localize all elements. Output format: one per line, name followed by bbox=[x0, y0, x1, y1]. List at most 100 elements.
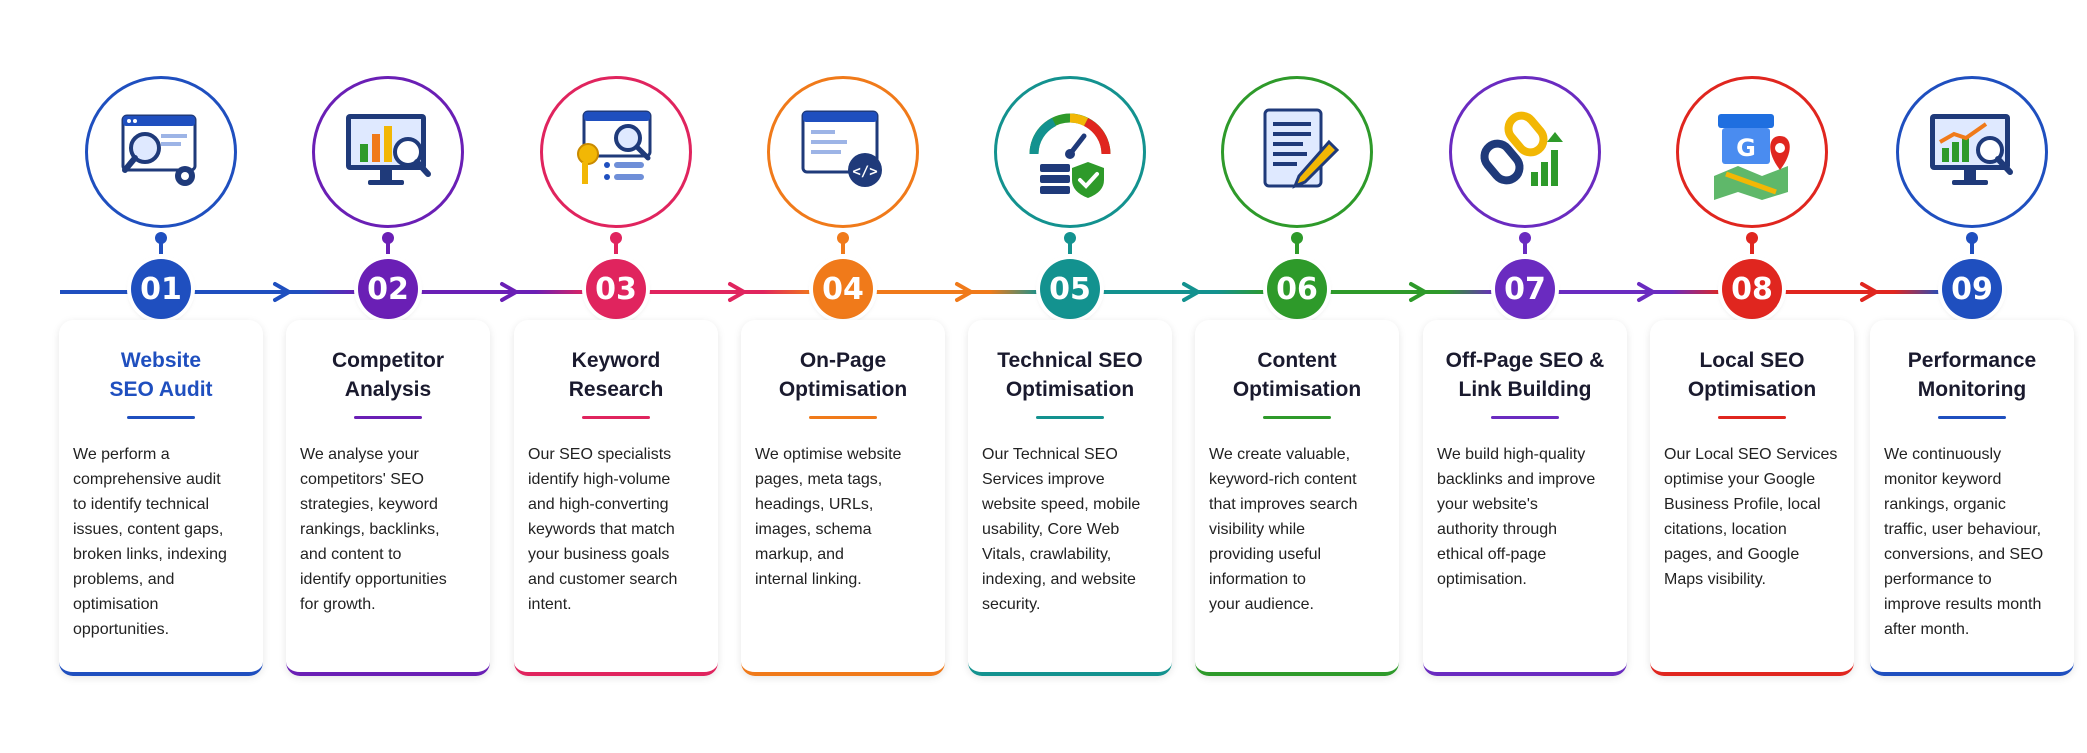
pin-stem bbox=[1970, 242, 1974, 254]
svg-text:G: G bbox=[1736, 134, 1756, 162]
pin-stem bbox=[841, 242, 845, 254]
link-chain-icon bbox=[1469, 96, 1581, 208]
process-step: 07 Off-Page SEO & Link Building We build… bbox=[1409, 0, 1641, 753]
step-number-badge: 05 bbox=[1040, 259, 1100, 319]
google-maps-store-icon: G bbox=[1696, 96, 1808, 208]
step-card: Website SEO Audit We perform a comprehen… bbox=[59, 320, 263, 676]
process-step: </> 04 On-Page Optimisation We optimise … bbox=[727, 0, 959, 753]
step-title: Content Optimisation bbox=[1232, 349, 1362, 401]
step-description: We perform a comprehensive audit to iden… bbox=[73, 446, 227, 638]
step-number-badge: 07 bbox=[1495, 259, 1555, 319]
step-card: Performance Monitoring We continuously m… bbox=[1870, 320, 2074, 676]
keyword-research-icon bbox=[560, 96, 672, 208]
step-number-badge: 02 bbox=[358, 259, 418, 319]
arrow-right-icon bbox=[498, 280, 522, 304]
timeline-line bbox=[1327, 290, 1495, 294]
step-description: We optimise website pages, meta tags, he… bbox=[755, 446, 902, 588]
competitor-analysis-icon bbox=[332, 96, 444, 208]
process-step: 05 Technical SEO Optimisation Our Techni… bbox=[954, 0, 1186, 753]
performance-monitor-icon bbox=[1916, 96, 2028, 208]
svg-text:</>: </> bbox=[852, 164, 877, 180]
pin-stem bbox=[1295, 242, 1299, 254]
step-title: Competitor Analysis bbox=[332, 349, 444, 401]
step-description: We create valuable, keyword-rich content… bbox=[1209, 446, 1358, 613]
step-title: Technical SEO Optimisation bbox=[997, 349, 1143, 401]
arrow-right-icon bbox=[1858, 280, 1882, 304]
step-title: Website SEO Audit bbox=[109, 349, 213, 401]
step-card: Off-Page SEO & Link Building We build hi… bbox=[1423, 320, 1627, 676]
pin-dot bbox=[610, 232, 622, 244]
title-divider bbox=[809, 416, 877, 419]
step-icon-circle bbox=[85, 76, 237, 228]
document-pen-icon bbox=[1241, 96, 1353, 208]
timeline-line bbox=[646, 290, 813, 294]
step-card: Competitor Analysis We analyse your comp… bbox=[286, 320, 490, 676]
step-title: Keyword Research bbox=[568, 349, 664, 401]
title-divider bbox=[1263, 416, 1331, 419]
process-step: 03 Keyword Research Our SEO specialists … bbox=[500, 0, 732, 753]
on-page-code-icon: </> bbox=[787, 96, 899, 208]
step-title: Local SEO Optimisation bbox=[1687, 349, 1817, 401]
process-step: 06 Content Optimisation We create valuab… bbox=[1181, 0, 1413, 753]
process-step: 09 Performance Monitoring We continuousl… bbox=[1856, 0, 2087, 753]
arrow-right-icon bbox=[1635, 280, 1659, 304]
arrow-right-icon bbox=[1407, 280, 1431, 304]
pin-stem bbox=[386, 242, 390, 254]
step-title: Performance Monitoring bbox=[1907, 349, 2037, 401]
title-divider bbox=[1718, 416, 1786, 419]
step-card: Content Optimisation We create valuable,… bbox=[1195, 320, 1399, 676]
step-card: Keyword Research Our SEO specialists ide… bbox=[514, 320, 718, 676]
process-step: 01 Website SEO Audit We perform a compre… bbox=[45, 0, 277, 753]
step-icon-circle bbox=[1896, 76, 2048, 228]
title-divider bbox=[582, 416, 650, 419]
arrow-right-icon bbox=[726, 280, 750, 304]
pin-dot bbox=[1064, 232, 1076, 244]
step-icon-circle: G bbox=[1676, 76, 1828, 228]
step-card: On-Page Optimisation We optimise website… bbox=[741, 320, 945, 676]
timeline-line bbox=[1100, 290, 1267, 294]
title-divider bbox=[1938, 416, 2006, 419]
pin-stem bbox=[159, 242, 163, 254]
step-number-badge: 03 bbox=[586, 259, 646, 319]
timeline-line bbox=[191, 290, 358, 294]
title-divider bbox=[127, 416, 195, 419]
step-description: We continuously monitor keyword rankings… bbox=[1884, 446, 2044, 638]
step-number-badge: 01 bbox=[131, 259, 191, 319]
speed-gauge-shield-icon bbox=[1014, 96, 1126, 208]
pin-dot bbox=[837, 232, 849, 244]
step-icon-circle: </> bbox=[767, 76, 919, 228]
pin-stem bbox=[614, 242, 618, 254]
title-divider bbox=[1036, 416, 1104, 419]
step-icon-circle bbox=[1449, 76, 1601, 228]
step-description: Our SEO specialists identify high-volume… bbox=[528, 446, 678, 613]
step-description: We analyse your competitors' SEO strateg… bbox=[300, 446, 447, 613]
step-description: We build high-quality backlinks and impr… bbox=[1437, 446, 1596, 588]
step-number-badge: 08 bbox=[1722, 259, 1782, 319]
step-icon-circle bbox=[312, 76, 464, 228]
step-card: Technical SEO Optimisation Our Technical… bbox=[968, 320, 1172, 676]
step-description: Our Local SEO Services optimise your Goo… bbox=[1664, 446, 1838, 588]
step-icon-circle bbox=[540, 76, 692, 228]
arrow-right-icon bbox=[1180, 280, 1204, 304]
step-number-badge: 06 bbox=[1267, 259, 1327, 319]
step-icon-circle bbox=[1221, 76, 1373, 228]
step-number-badge: 09 bbox=[1942, 259, 2002, 319]
pin-dot bbox=[1746, 232, 1758, 244]
step-title: On-Page Optimisation bbox=[778, 349, 908, 401]
pin-dot bbox=[382, 232, 394, 244]
timeline-line bbox=[418, 290, 586, 294]
pin-stem bbox=[1068, 242, 1072, 254]
pin-stem bbox=[1750, 242, 1754, 254]
pin-dot bbox=[155, 232, 167, 244]
process-step: G 08 Local SEO Optimisation Our Local SE… bbox=[1636, 0, 1868, 753]
step-number-badge: 04 bbox=[813, 259, 873, 319]
pin-dot bbox=[1291, 232, 1303, 244]
arrow-right-icon bbox=[953, 280, 977, 304]
pin-dot bbox=[1519, 232, 1531, 244]
process-step: 02 Competitor Analysis We analyse your c… bbox=[272, 0, 504, 753]
title-divider bbox=[1491, 416, 1559, 419]
step-icon-circle bbox=[994, 76, 1146, 228]
step-description: Our Technical SEO Services improve websi… bbox=[982, 446, 1141, 613]
timeline-line bbox=[1782, 290, 1942, 294]
